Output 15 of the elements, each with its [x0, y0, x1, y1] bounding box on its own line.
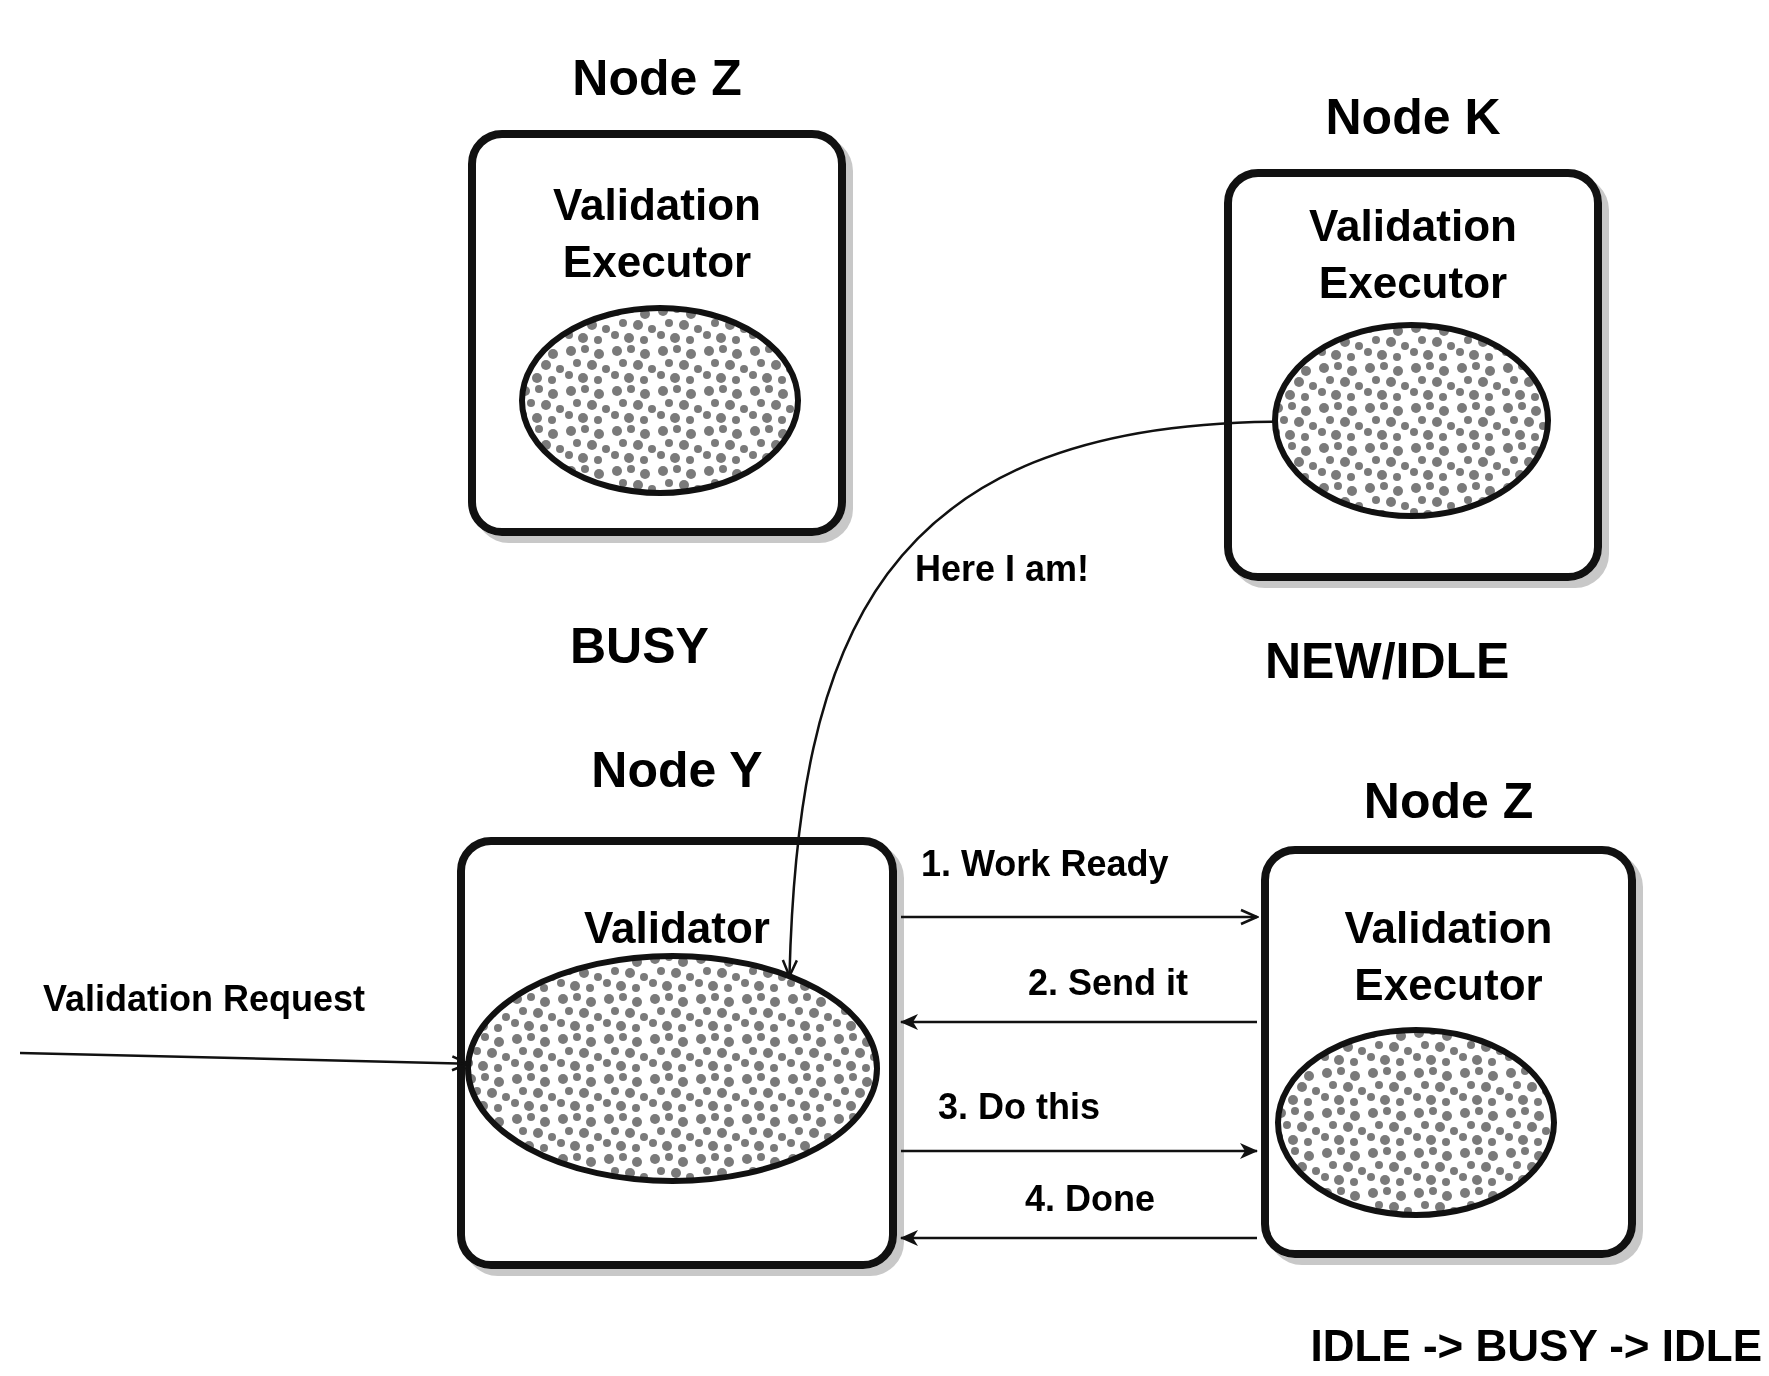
node-label: Validation Executor [1308, 200, 1518, 309]
arrow [900, 1230, 1257, 1246]
node-title: Node K [1325, 88, 1501, 147]
arrow [900, 1014, 1257, 1030]
status-label: BUSY [570, 617, 709, 676]
arrow [901, 908, 1259, 926]
node-label: Validation Executor [552, 179, 762, 288]
node-label: Validator [584, 902, 770, 954]
node-label: Validation Executor [1343, 902, 1554, 1011]
arrow [901, 1143, 1258, 1159]
node-title: Node Z [572, 49, 742, 108]
node-title: Node Y [591, 741, 763, 800]
status-label: NEW/IDLE [1265, 632, 1510, 691]
node-title: Node Z [1363, 772, 1534, 831]
status-label: IDLE -> BUSY -> IDLE [1310, 1320, 1762, 1372]
